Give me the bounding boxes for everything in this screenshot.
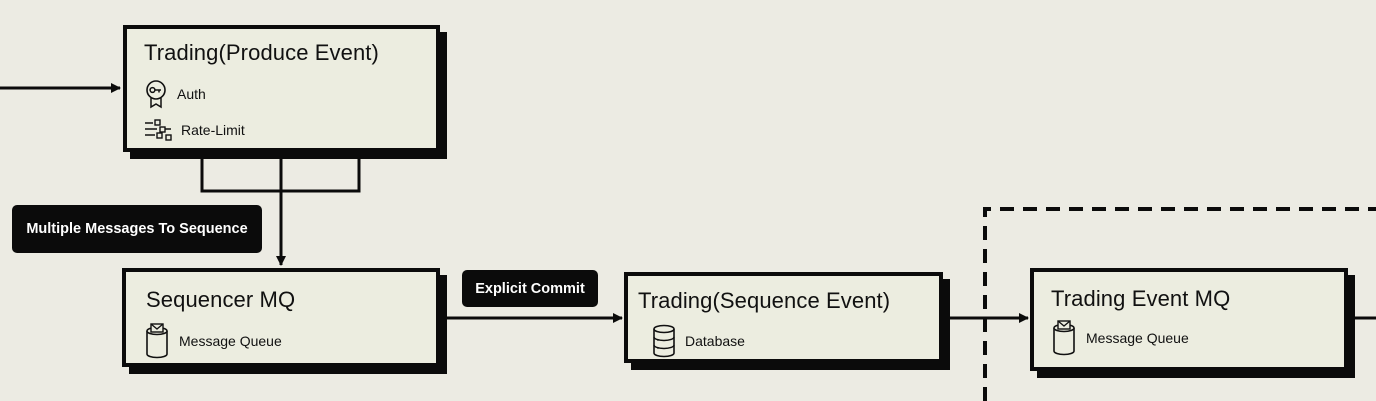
rate-limit-icon (144, 118, 172, 142)
sequencer-mq-node[interactable]: Sequencer MQ Message Queue (122, 268, 440, 367)
produce-event-title: Trading(Produce Event) (144, 40, 379, 65)
auth-badge-icon (144, 79, 168, 109)
sequence-event-node[interactable]: Trading(Sequence Event) Database (624, 272, 943, 363)
auth-label: Auth (177, 86, 206, 102)
trading-event-mq-title: Trading Event MQ (1051, 286, 1231, 311)
rate-limit-label: Rate-Limit (181, 122, 245, 138)
multiple-messages-label: Multiple Messages To Sequence (12, 205, 262, 253)
database-label: Database (685, 333, 745, 349)
message-queue-icon (1051, 320, 1077, 356)
sequencer-message-queue-label: Message Queue (179, 333, 282, 349)
rate-limit-item: Rate-Limit (144, 118, 245, 142)
database-item: Database (652, 324, 745, 358)
dashed-boundary (983, 207, 1376, 401)
sequencer-message-queue-item: Message Queue (144, 323, 282, 359)
event-mq-message-queue-label: Message Queue (1086, 330, 1189, 346)
event-mq-message-queue-item: Message Queue (1051, 320, 1189, 356)
explicit-commit-label: Explicit Commit (462, 270, 598, 307)
database-icon (652, 324, 676, 358)
sequencer-mq-title: Sequencer MQ (146, 287, 296, 312)
message-queue-icon (144, 323, 170, 359)
auth-item: Auth (144, 79, 206, 109)
produce-event-node[interactable]: Trading(Produce Event) Auth (123, 25, 440, 152)
sequence-event-title: Trading(Sequence Event) (638, 288, 891, 313)
trading-event-mq-node[interactable]: Trading Event MQ Message Queue (1030, 268, 1348, 371)
